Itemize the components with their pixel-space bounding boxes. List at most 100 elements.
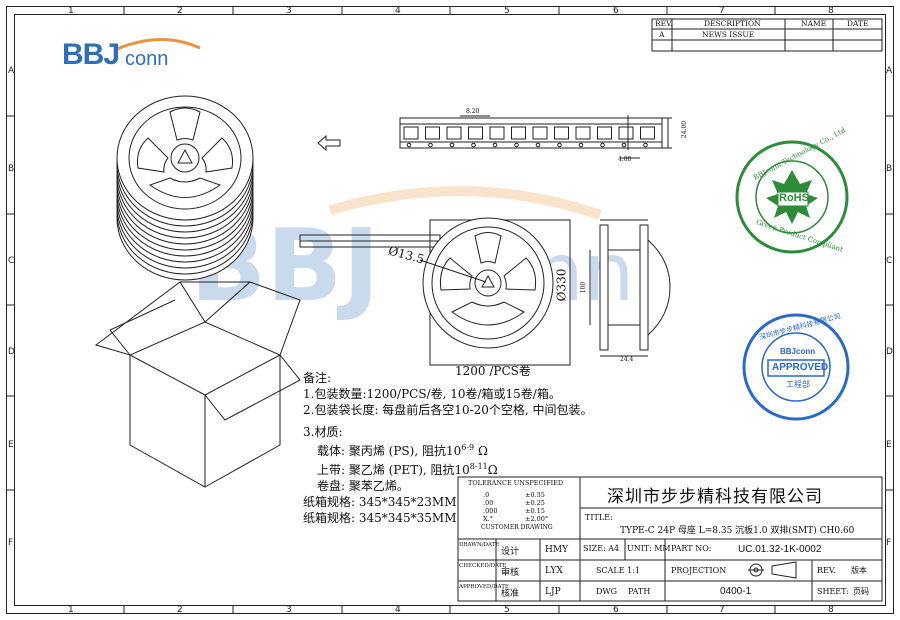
reel-front-view: [419, 217, 554, 349]
drawing-number: 0400-1: [720, 586, 752, 597]
tape-pitch-dim: 4.00: [618, 156, 632, 163]
note-box-2: 纸箱规格: 345*345*35MM: [303, 511, 457, 525]
zone-row-d: D: [8, 347, 15, 357]
zone-row-c-right: C: [886, 256, 893, 266]
note-carrier: 载体: 聚丙烯 (PS), 阻抗106-9 Ω: [303, 440, 633, 459]
zone-col-8: 8: [828, 6, 834, 16]
approved-name: LJP: [545, 587, 561, 597]
direction-arrow: [317, 134, 341, 152]
tolerance-val-2: ±0.15: [525, 507, 545, 515]
tape-pocket: [640, 126, 655, 140]
tolerance-val-0: ±0.35: [525, 491, 545, 499]
checked-role: 审核: [501, 568, 520, 578]
zone-col-1-bottom: 1: [68, 605, 74, 615]
drawn-role: 设计: [501, 547, 520, 557]
tolerance-val-3: ±2.00°: [525, 515, 549, 523]
note-carrier-exponent: 6-9: [461, 443, 475, 452]
company-logo-conn: conn: [125, 48, 169, 70]
zone-row-d-right: D: [886, 347, 893, 357]
sprocket-hole: [449, 142, 455, 148]
zone-row-e-right: E: [886, 440, 892, 450]
projection-symbol: [748, 561, 797, 579]
reel-side-view: [589, 219, 671, 357]
rev-value: A: [659, 30, 665, 39]
note-cover-text: 上带: 聚乙烯 (PET), 阻抗10: [317, 463, 470, 477]
note-cover-tape: 上带: 聚乙烯 (PET), 阻抗108-11Ω: [303, 459, 633, 478]
tape-pocket: [554, 126, 569, 140]
tape-pocket: [618, 126, 634, 140]
zone-row-b-right: B: [886, 164, 893, 174]
sprocket-hole: [600, 142, 605, 148]
zone-row-a: A: [8, 66, 15, 76]
sprocket-hole: [578, 142, 584, 148]
part-number: UC.01.32-1K-0002: [738, 544, 822, 555]
sprocket-hole: [471, 142, 476, 148]
carton-box: [94, 281, 301, 488]
sprocket-hole: [406, 142, 412, 148]
part-no-label: PART NO:: [671, 544, 712, 553]
tape-pocket: [403, 126, 419, 140]
zone-col-7: 7: [719, 6, 725, 16]
rev-header-name: NAME: [801, 19, 827, 28]
note-material: 3.材质:: [303, 425, 343, 439]
sprocket-hole: [643, 142, 648, 148]
zone-col-5: 5: [504, 6, 510, 16]
zone-col-4: 4: [395, 6, 401, 16]
checked-date-label: CHECKED/DATE: [459, 563, 507, 569]
stacked-reels: [116, 95, 254, 281]
rohs-center-label: RoHS: [779, 192, 809, 204]
note-cover-exponent: 8-11: [469, 462, 488, 471]
packaging-notes: 备注: 1.包装数量:1200/PCS/卷, 10卷/箱或15卷/箱。 2.包装…: [303, 370, 633, 526]
note-bag-length: 2.包装袋长度: 每盘前后各空10-20个空格, 中间包装。: [303, 403, 593, 417]
tape-pocket: [511, 126, 526, 140]
notes-title: 备注:: [303, 371, 332, 385]
title-label: TITLE:: [585, 513, 613, 522]
note-carrier-unit: Ω: [477, 444, 488, 458]
sprocket-hole: [535, 142, 541, 148]
zone-col-8-bottom: 8: [828, 605, 834, 615]
scale-label: SCALE 1:1: [596, 566, 640, 575]
logo-swoosh: [114, 38, 201, 52]
revision-table-grid: [651, 18, 883, 52]
tape-pocket: [597, 126, 612, 140]
approved-center-label: APPROVED: [772, 362, 829, 373]
tolerance-key-0: .0: [483, 491, 490, 499]
customer-drawing-label: CUSTOMER DRAWING: [481, 524, 553, 531]
dwg-label: DWG: [596, 587, 618, 596]
zone-col-1: 1: [68, 6, 74, 16]
paper-size: SIZE: A4: [583, 544, 620, 553]
tape-pocket: [575, 126, 591, 140]
projection-label: PROJECTION: [671, 566, 727, 575]
zone-col-2-bottom: 2: [177, 605, 183, 615]
tolerance-key-2: .000: [483, 507, 498, 515]
approved-logo-text: BBJconn: [780, 347, 816, 356]
drawn-name: HMY: [545, 545, 569, 555]
tape-pocket: [532, 126, 548, 140]
part-title: TYPE-C 24P 母座 L=8.35 沉板1.0 双排(SMT) CH0.6…: [620, 526, 855, 536]
company-name: 深圳市步步精科技有限公司: [607, 487, 823, 507]
tolerance-key-3: X.°: [483, 515, 493, 523]
zone-col-6: 6: [613, 6, 619, 16]
unit-label: UNIT: MM: [627, 544, 671, 553]
zone-row-c: C: [8, 256, 15, 266]
note-reel: 卷盘: 聚苯乙烯。: [317, 479, 409, 493]
sprocket-hole: [557, 142, 562, 148]
tape-pocket: [468, 126, 483, 140]
zone-row-e: E: [8, 440, 14, 450]
zone-col-3: 3: [286, 6, 292, 16]
tape-width-dim: 24.00: [681, 120, 689, 139]
carrier-tape-top: [399, 115, 672, 159]
path-label: PATH: [628, 587, 651, 596]
tape-pocket: [425, 126, 440, 140]
sheet-label: SHEET:: [817, 587, 849, 596]
tape-cavity-dim: 8.20: [466, 108, 480, 115]
zone-row-a-right: A: [886, 66, 893, 76]
rev-header-date: DATE: [847, 19, 869, 28]
tolerance-title: TOLERANCE UNSPECIFIED: [468, 479, 564, 487]
side-width-dim: 24.4: [620, 356, 634, 363]
rev-value: 版本: [851, 566, 867, 575]
reel-quantity-label: 1200 /PCS卷: [455, 364, 531, 378]
rev-header-rev: REV.: [655, 19, 673, 28]
approved-sub-label: 工程部: [786, 380, 810, 389]
sprocket-hole: [428, 142, 433, 148]
